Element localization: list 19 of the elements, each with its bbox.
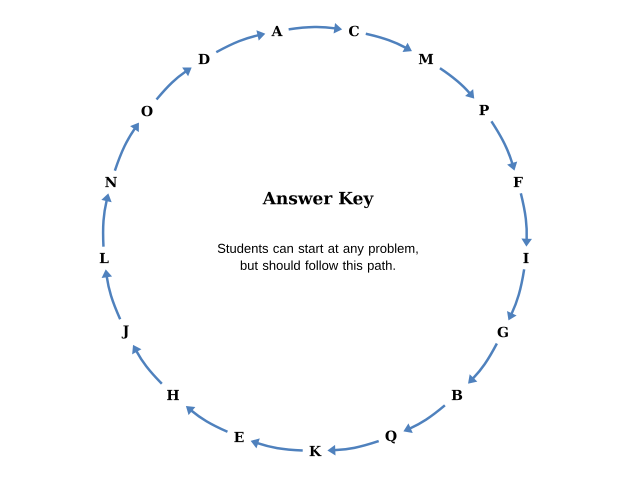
letter-label: Q xyxy=(386,430,397,444)
title: Answer Key xyxy=(262,192,374,208)
letter-label: H xyxy=(167,390,179,400)
letter-label: K xyxy=(310,446,322,456)
letter-label: G xyxy=(498,326,508,338)
letter-label: M xyxy=(418,54,434,64)
letter-label: C xyxy=(349,26,359,36)
letter-label: L xyxy=(100,252,109,264)
letter-label: A xyxy=(271,26,283,36)
letter-label: O xyxy=(142,106,153,116)
note-text: Students can start at any problem, but should follow this path. xyxy=(218,243,418,273)
letter-label: B xyxy=(452,390,462,400)
letter-label: F xyxy=(514,176,523,188)
letter-label: I xyxy=(523,252,529,264)
letter-label: N xyxy=(105,176,117,188)
letter-label: P xyxy=(479,104,489,116)
letter-label: E xyxy=(234,432,244,442)
letter-label: D xyxy=(198,54,210,64)
letter-label: J xyxy=(122,325,129,339)
